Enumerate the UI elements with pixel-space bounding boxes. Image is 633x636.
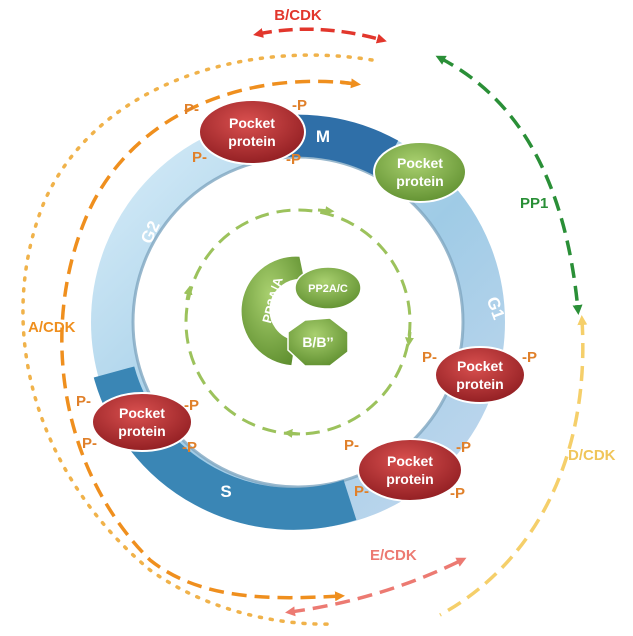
phospho-group: P- — [344, 437, 359, 454]
phospho-group: -P — [286, 151, 301, 168]
d-cdk-label: D/CDK — [568, 447, 616, 464]
pocket-protein-label: Pocket — [229, 115, 275, 131]
pocket-protein-g1-s: Pocket protein P- -P P- -P — [344, 437, 471, 502]
phospho-group: -P — [182, 439, 197, 456]
pocket-protein-label: protein — [456, 376, 503, 392]
pp1-arrow — [435, 55, 583, 315]
phospho-group: P- — [192, 149, 207, 166]
pocket-protein-label: protein — [396, 173, 443, 189]
b-cdk-arrow — [253, 27, 387, 44]
pocket-protein-g1: Pocket protein — [373, 141, 467, 203]
pocket-protein-late-g1: Pocket protein P- -P — [422, 346, 537, 404]
pocket-protein-label: Pocket — [457, 358, 503, 374]
inner-arrow-top — [317, 206, 335, 216]
phospho-group: -P — [184, 397, 199, 414]
pocket-protein-label: protein — [386, 471, 433, 487]
inner-arrow-bottom — [283, 428, 301, 438]
e-cdk-label: E/CDK — [370, 547, 417, 564]
a-cdk-arrowhead-top — [339, 78, 361, 89]
a-cdk-label: A/CDK — [28, 319, 76, 336]
pocket-protein-label: protein — [118, 423, 165, 439]
pocket-protein-label: Pocket — [119, 405, 165, 421]
inner-dashed-cycle — [184, 208, 412, 436]
phospho-group: P- — [184, 101, 199, 118]
d-cdk-arrow — [439, 315, 588, 617]
b-cdk-label: B/CDK — [274, 7, 322, 24]
b-subunit-label: B/B’’ — [302, 334, 333, 350]
pp2a-c-subunit — [294, 266, 362, 310]
phospho-group: -P — [292, 97, 307, 114]
pp2a-c-label: PP2A/C — [308, 283, 348, 295]
phase-m-label: M — [316, 127, 330, 146]
inner-arrow-right — [404, 331, 414, 347]
pocket-protein-m: Pocket protein P- -P P- -P — [184, 97, 307, 168]
a-cdk-dotted-arc — [21, 53, 374, 626]
phospho-group: P- — [82, 435, 97, 452]
pocket-protein-label: protein — [228, 133, 275, 149]
inner-arrow-left — [183, 285, 193, 301]
pp2a-complex: PP2A/A PP2A/C B/B’’ — [240, 255, 362, 367]
phospho-group: -P — [522, 349, 537, 366]
a-cdk-dashed-arc — [60, 79, 357, 602]
pp1-label: PP1 — [520, 195, 548, 212]
pocket-protein-label: Pocket — [397, 155, 443, 171]
phospho-group: P- — [76, 393, 91, 410]
phospho-group: P- — [422, 349, 437, 366]
phospho-group: -P — [450, 485, 465, 502]
b-subunit — [287, 317, 349, 367]
pocket-protein-s: Pocket protein P- -P P- -P — [76, 392, 199, 456]
phospho-group: P- — [354, 483, 369, 500]
phospho-group: -P — [456, 439, 471, 456]
e-cdk-arrow — [285, 557, 467, 617]
pocket-protein-label: Pocket — [387, 453, 433, 469]
phase-s-label: S — [220, 482, 231, 501]
